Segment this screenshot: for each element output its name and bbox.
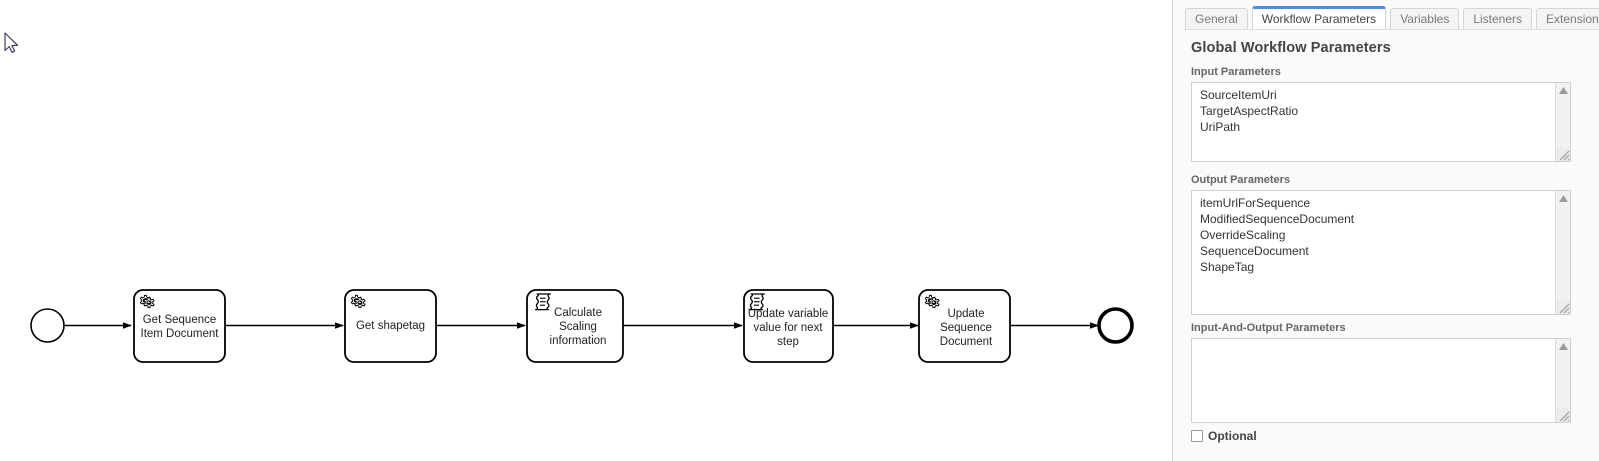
script-icon — [748, 293, 765, 311]
output-parameters-value[interactable]: itemUrlForSequence ModifiedSequenceDocum… — [1200, 196, 1355, 274]
scroll-up-icon[interactable] — [1558, 86, 1569, 95]
tab-label: Listeners — [1473, 12, 1523, 26]
properties-tabstrip: General Workflow Parameters Variables Li… — [1185, 4, 1599, 30]
task-label-line: information — [550, 335, 607, 347]
output-parameters-scrollbar[interactable] — [1555, 191, 1570, 314]
task-label-line: Update — [947, 308, 984, 320]
optional-label: Optional — [1208, 429, 1257, 443]
task-get-shapetag[interactable]: Get shapetag — [344, 289, 437, 363]
tab-general[interactable]: General — [1185, 8, 1248, 30]
output-parameters-textarea[interactable]: itemUrlForSequence ModifiedSequenceDocum… — [1191, 190, 1571, 315]
task-label-line: Item Document — [141, 328, 220, 340]
task-update-sequence-document[interactable]: Update Sequence Document — [918, 289, 1011, 363]
tab-listeners[interactable]: Listeners — [1463, 8, 1533, 30]
tab-label: Extensions — [1546, 12, 1599, 26]
scroll-up-icon[interactable] — [1558, 342, 1569, 351]
gear-icon — [350, 294, 366, 309]
task-label-line: Update variable — [748, 308, 829, 320]
resize-grip-icon[interactable] — [1556, 147, 1570, 161]
task-label-line: Document — [940, 336, 993, 348]
task-label-line: Scaling — [559, 321, 597, 333]
start-event[interactable] — [30, 308, 65, 343]
tab-extensions[interactable]: Extensions — [1536, 8, 1599, 30]
page-title: Global Workflow Parameters — [1191, 40, 1391, 56]
bpmn-process-diagram[interactable]: Get Sequence Item Document Get shapetag — [0, 0, 1172, 461]
properties-panel: General Workflow Parameters Variables Li… — [1172, 0, 1599, 461]
task-calculate-scaling-information[interactable]: Calculate Scaling information — [526, 289, 624, 363]
resize-grip-icon[interactable] — [1556, 300, 1570, 314]
optional-checkbox-row[interactable]: Optional — [1191, 429, 1257, 443]
task-label-line: Get shapetag — [356, 320, 425, 332]
end-event[interactable] — [1097, 307, 1134, 344]
tab-label: Variables — [1400, 12, 1450, 26]
tab-workflow-parameters[interactable]: Workflow Parameters — [1251, 6, 1387, 30]
resize-grip-icon[interactable] — [1556, 408, 1570, 422]
task-label-line: value for next — [753, 322, 823, 334]
script-icon — [534, 293, 551, 311]
tab-variables[interactable]: Variables — [1390, 8, 1460, 30]
optional-checkbox[interactable] — [1191, 430, 1203, 442]
input-and-output-parameters-value[interactable] — [1192, 339, 1555, 422]
tab-label: General — [1195, 12, 1238, 26]
task-update-variable-value-for-next-step[interactable]: Update variable value for next step — [743, 289, 834, 363]
input-and-output-parameters-label: Input-And-Output Parameters — [1191, 322, 1346, 334]
task-label-line: Sequence — [940, 322, 992, 334]
input-parameters-label: Input Parameters — [1191, 66, 1281, 78]
scroll-up-icon[interactable] — [1558, 194, 1569, 203]
gear-icon — [139, 294, 155, 309]
bpmn-diagram-canvas[interactable]: Get Sequence Item Document Get shapetag — [0, 0, 1172, 461]
tab-label: Workflow Parameters — [1261, 12, 1377, 26]
task-label-line: Calculate — [554, 307, 602, 319]
task-get-sequence-item-document[interactable]: Get Sequence Item Document — [133, 289, 226, 363]
input-and-output-parameters-textarea[interactable] — [1191, 338, 1571, 423]
gear-icon — [924, 294, 940, 309]
task-label-line: Get Sequence — [143, 314, 217, 326]
task-label-line: step — [777, 336, 799, 348]
input-parameters-textarea[interactable]: SourceItemUri TargetAspectRatio UriPath — [1191, 82, 1571, 162]
input-parameters-value[interactable]: SourceItemUri TargetAspectRatio UriPath — [1200, 88, 1299, 134]
tabstrip-divider — [1185, 29, 1599, 30]
output-parameters-label: Output Parameters — [1191, 174, 1291, 186]
